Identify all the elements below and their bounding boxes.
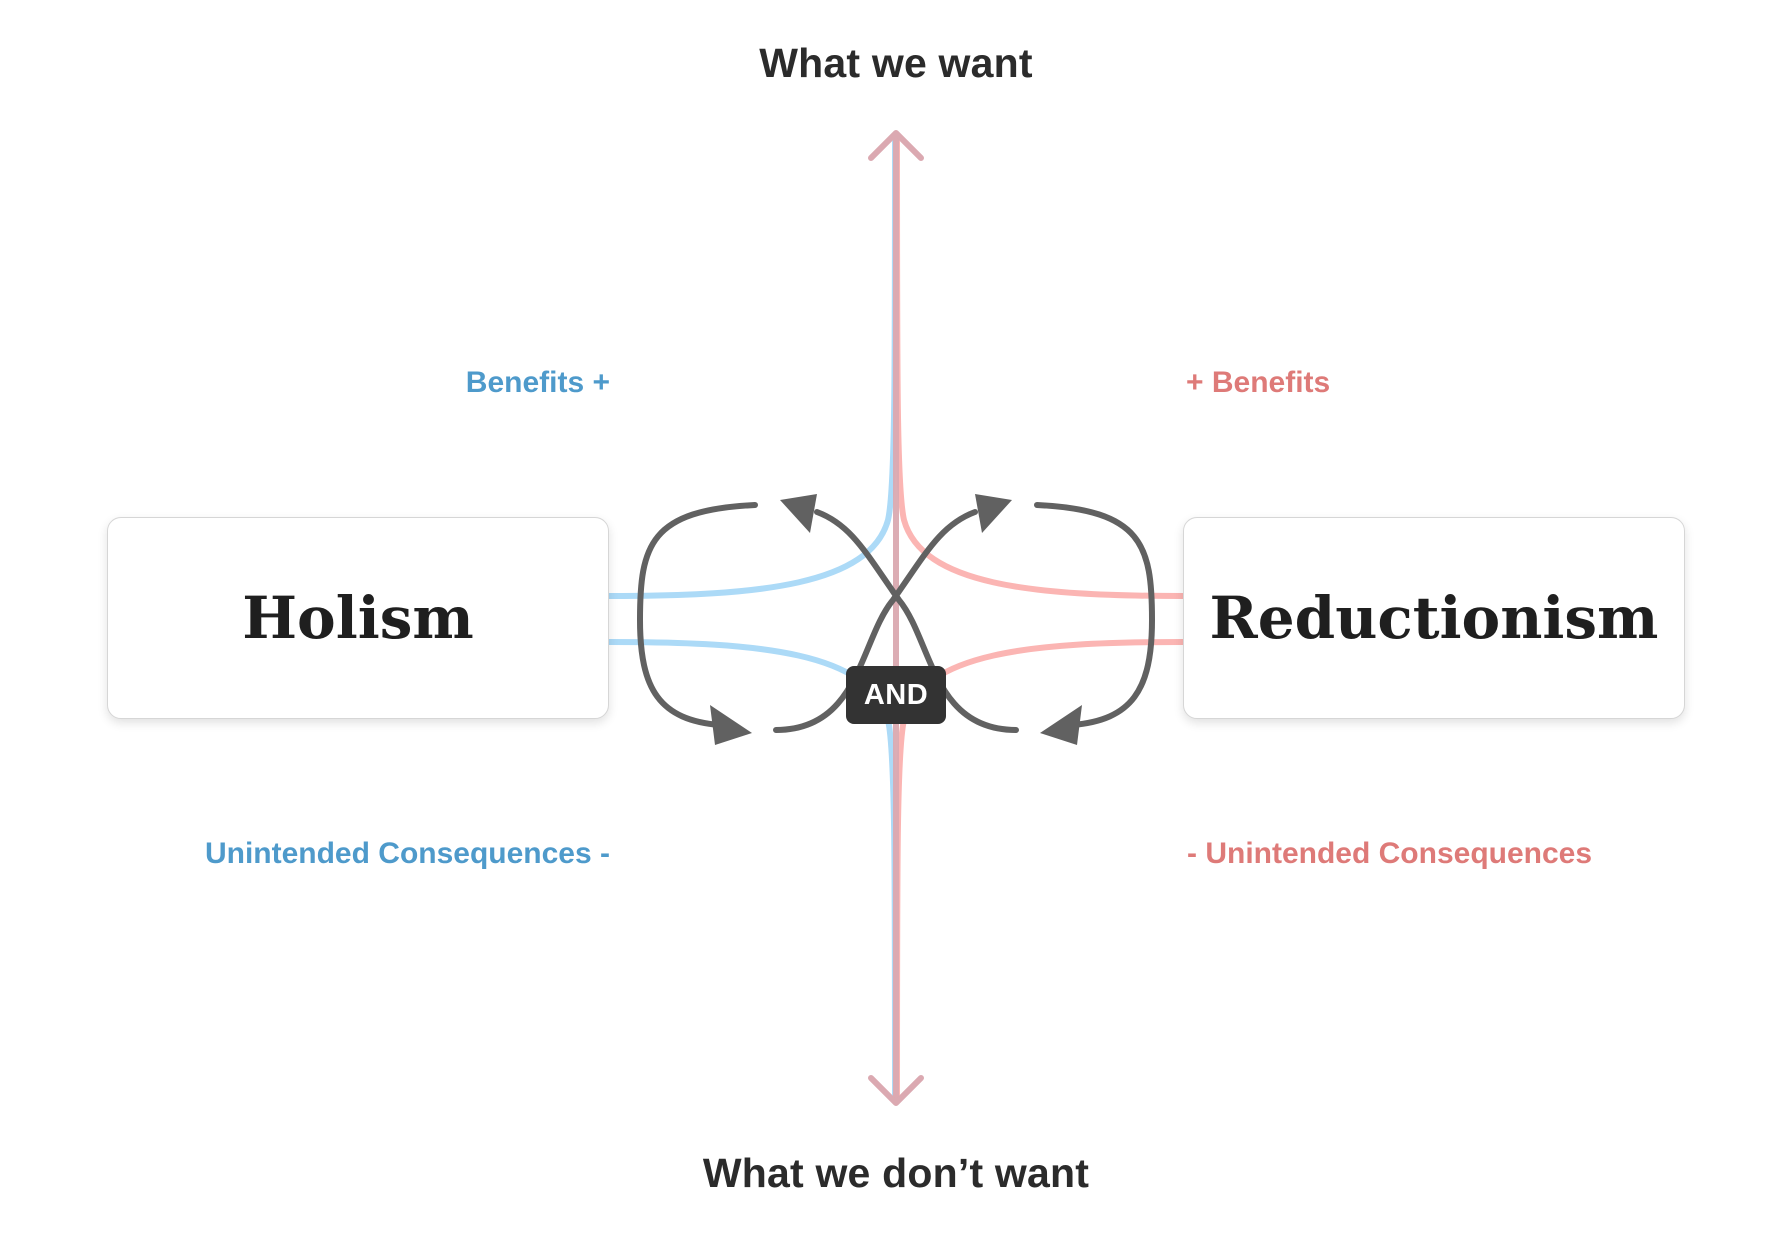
reductionism-pole-card: Reductionism [1183, 517, 1685, 719]
reductionism-benefit-curve [894, 137, 1186, 599]
reductionism-title: Reductionism [1209, 584, 1659, 652]
reductionism-consequences-label: - Unintended Consequences [1187, 837, 1593, 870]
holism-benefits-label: Benefits + [465, 366, 610, 399]
axis-down-arrowhead [868, 1075, 924, 1106]
axis-top-label: What we want [759, 40, 1033, 86]
reductionism-benefits-label: + Benefits [1186, 366, 1331, 399]
axis-up-arrowhead [868, 130, 924, 161]
infinity-loop [636, 502, 1156, 733]
holism-consequences-label: Unintended Consequences - [204, 837, 610, 870]
holism-title: Holism [242, 584, 474, 652]
holism-pole-card: Holism [107, 517, 609, 719]
axis-bottom-label: What we don’t want [702, 1150, 1090, 1196]
holism-benefit-curve [606, 137, 898, 599]
and-badge: AND [846, 666, 946, 724]
loop-arrowheads [710, 494, 1082, 745]
